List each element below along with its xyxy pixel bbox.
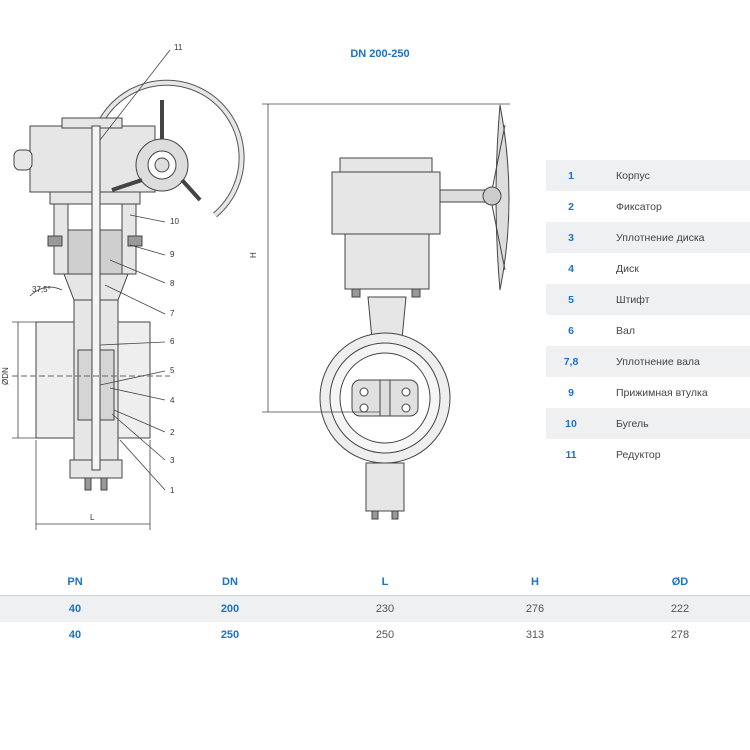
header-od: ØD	[671, 576, 689, 588]
front-view	[319, 104, 510, 520]
cell-pn: 40	[68, 629, 82, 641]
part-name: Редуктор	[616, 448, 661, 461]
cell-l: 250	[375, 629, 395, 641]
callout-2: 2	[170, 428, 175, 437]
cell-dn: 200	[220, 603, 240, 615]
list-item: 6 Вал	[546, 315, 750, 346]
table-row: 40 200 230 276 222	[0, 596, 750, 622]
part-name: Уплотнение вала	[616, 355, 700, 368]
part-name: Фиксатор	[616, 200, 662, 213]
part-number: 3	[568, 231, 574, 244]
header-l: L	[381, 576, 389, 588]
callout-6: 6	[170, 337, 175, 346]
drawing-title: DN 200-250	[350, 48, 410, 60]
list-item: 9 Прижимная втулка	[546, 377, 750, 408]
l-label: L	[90, 513, 95, 522]
part-name: Вал	[616, 324, 635, 337]
part-number: 11	[565, 448, 577, 461]
header-pn: PN	[67, 576, 83, 588]
cell-h: 313	[525, 629, 545, 641]
cell-pn: 40	[68, 603, 82, 615]
cell-l: 230	[375, 603, 395, 615]
part-number: 7,8	[563, 355, 579, 368]
part-number: 9	[568, 386, 574, 399]
callout-5: 5	[170, 366, 175, 375]
list-item: 4 Диск	[546, 253, 750, 284]
part-name: Штифт	[616, 293, 650, 306]
part-number: 1	[568, 169, 574, 182]
callout-9: 9	[170, 250, 175, 259]
callout-11: 11	[174, 43, 183, 52]
callout-3: 3	[170, 456, 175, 465]
cell-h: 276	[525, 603, 545, 615]
list-item: 2 Фиксатор	[546, 191, 750, 222]
parts-legend: 1 Корпус 2 Фиксатор 3 Уплотнение диска 4…	[546, 160, 750, 470]
part-number: 2	[568, 200, 574, 213]
callout-4: 4	[170, 396, 175, 405]
callout-leaders	[99, 49, 171, 491]
angle-label: 37,5°	[32, 285, 51, 294]
list-item: 3 Уплотнение диска	[546, 222, 750, 253]
list-item: 7,8 Уплотнение вала	[546, 346, 750, 377]
cell-dn: 250	[220, 629, 240, 641]
front-dimensions	[262, 103, 510, 413]
valve-technical-drawing: 37,5° ØDN L 11 10 9 8 7 6 5 4 2 3 1	[1, 43, 510, 530]
list-item: 1 Корпус	[546, 160, 750, 191]
callout-1: 1	[170, 486, 175, 495]
table-row: 40 250 250 313 278	[0, 622, 750, 648]
spec-table: PN DN L H ØD 40 200 230 276 222 40 250 2…	[0, 569, 750, 648]
list-item: 11 Редуктор	[546, 439, 750, 470]
list-item: 5 Штифт	[546, 284, 750, 315]
callout-10: 10	[170, 217, 179, 226]
part-name: Уплотнение диска	[616, 231, 705, 244]
header-dn: DN	[222, 576, 238, 588]
part-number: 10	[565, 417, 577, 430]
section-dimensions	[12, 286, 151, 530]
part-name: Прижимная втулка	[616, 386, 708, 399]
h-label: H	[249, 252, 258, 258]
callout-7: 7	[170, 309, 175, 318]
table-header: PN DN L H ØD	[0, 569, 750, 596]
cell-od: 278	[670, 629, 690, 641]
part-number: 4	[568, 262, 574, 275]
part-number: 6	[568, 324, 574, 337]
part-name: Бугель	[616, 417, 649, 430]
section-view	[12, 79, 245, 491]
part-number: 5	[568, 293, 574, 306]
callout-8: 8	[170, 279, 175, 288]
part-name: Диск	[616, 262, 639, 275]
part-name: Корпус	[616, 169, 650, 182]
list-item: 10 Бугель	[546, 408, 750, 439]
cell-od: 222	[670, 603, 690, 615]
header-h: H	[531, 576, 539, 588]
dn-label: ØDN	[1, 367, 10, 385]
